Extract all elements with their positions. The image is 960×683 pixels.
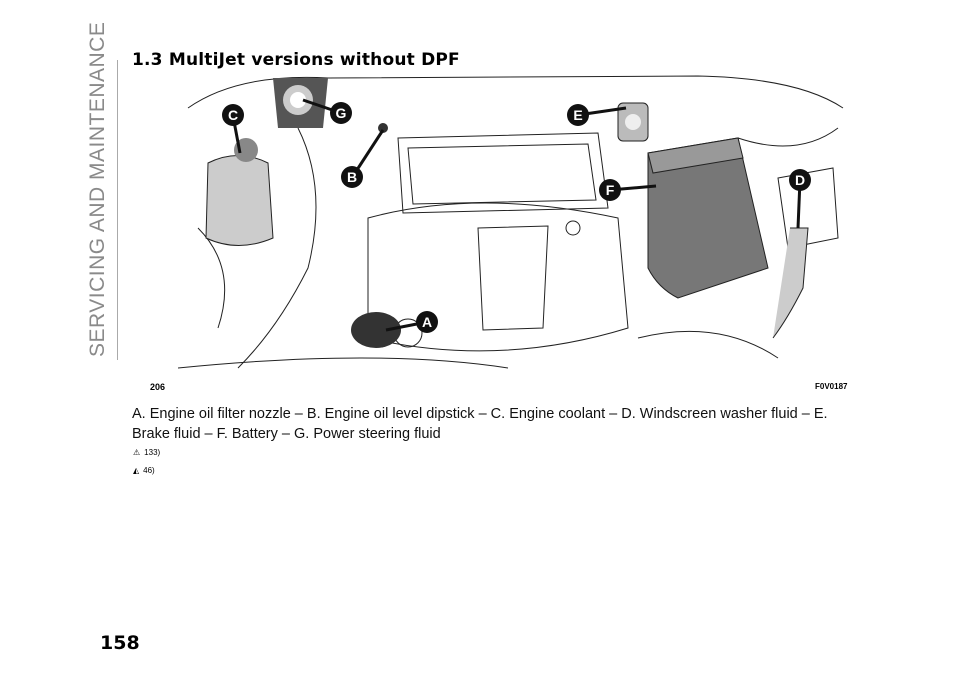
warning-ref[interactable]: ⚠133) — [133, 448, 161, 457]
figure-code: F0V0187 — [815, 382, 848, 391]
divider — [117, 60, 118, 360]
page-heading: 1.3 MultiJet versions without DPF — [132, 50, 460, 70]
caution-icon: ◭ — [133, 466, 140, 475]
figure-number: 206 — [150, 382, 166, 392]
callout-a: A — [422, 314, 432, 330]
callout-g: G — [336, 105, 347, 121]
section-title: SERVICING AND MAINTENANCE — [86, 21, 109, 357]
callout-e: E — [573, 107, 582, 123]
callout-b: B — [347, 169, 357, 185]
caution-ref[interactable]: ◭46) — [133, 466, 155, 475]
engine-bay-illustration: C G E B F D A — [178, 75, 844, 369]
figure-caption: A. Engine oil filter nozzle – B. Engine … — [132, 406, 828, 442]
section-sidebar: SERVICING AND MAINTENANCE — [78, 21, 118, 360]
callout-d: D — [795, 172, 805, 188]
page-number: 158 — [100, 632, 140, 654]
warning-icon: ⚠ — [133, 448, 141, 457]
callout-f: F — [606, 182, 615, 198]
callout-c: C — [228, 107, 238, 123]
